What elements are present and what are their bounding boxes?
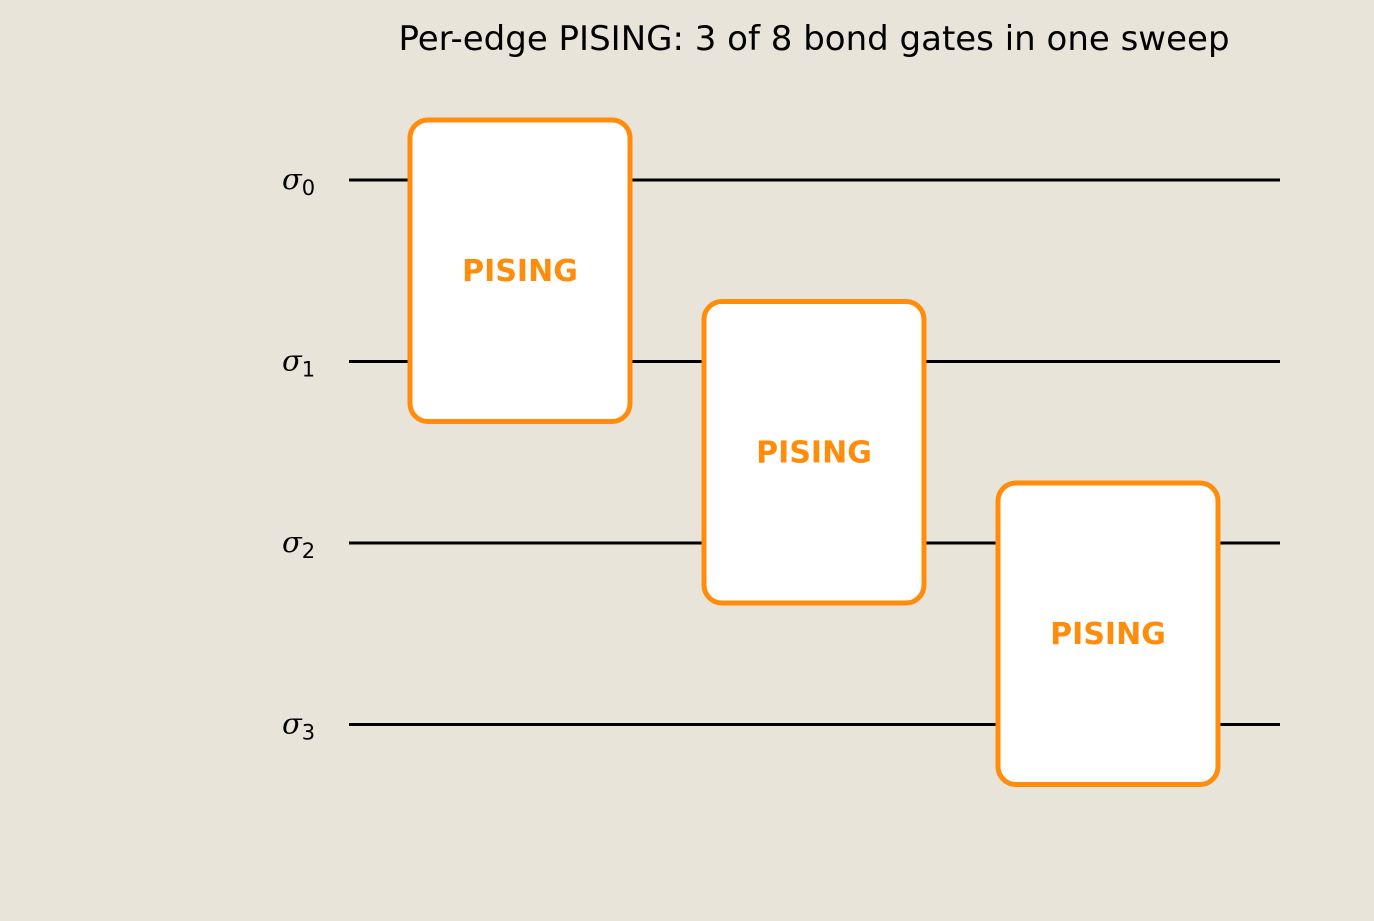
qubit-label-0: σ0: [282, 162, 315, 200]
qubit-index: 3: [302, 721, 315, 745]
qubit-symbol: σ: [282, 525, 303, 559]
gates-group: PISING PISING PISING: [407, 117, 1221, 787]
qubit-symbol: σ: [282, 162, 303, 196]
qubit-label-3: σ3: [282, 707, 315, 745]
gate-label: PISING: [462, 254, 578, 289]
gate-box: [995, 480, 1221, 787]
pising-gate-2: PISING: [995, 480, 1221, 787]
gate-label: PISING: [1050, 617, 1166, 652]
qubit-label-1: σ1: [282, 344, 315, 382]
gate-box: [407, 117, 633, 424]
qubit-index: 0: [302, 176, 315, 200]
gate-box: [701, 299, 927, 606]
diagram-title: Per-edge PISING: 3 of 8 bond gates in on…: [398, 19, 1229, 59]
qubit-symbol: σ: [282, 344, 303, 378]
qubit-label-2: σ2: [282, 525, 315, 563]
qubit-index: 2: [302, 539, 315, 563]
pising-gate-1: PISING: [701, 299, 927, 606]
qubit-index: 1: [302, 358, 315, 382]
pising-gate-0: PISING: [407, 117, 633, 424]
gate-label: PISING: [756, 435, 872, 470]
qubit-symbol: σ: [282, 707, 303, 741]
